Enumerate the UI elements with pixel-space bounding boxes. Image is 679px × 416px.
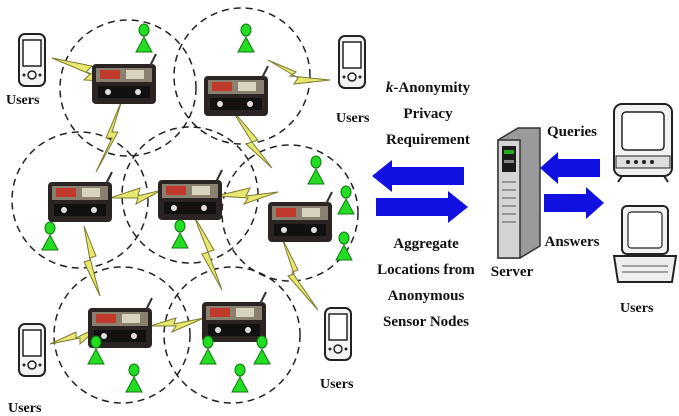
coverage-circle bbox=[163, 266, 301, 404]
lightning-link-icon bbox=[83, 225, 101, 297]
aggregate-line2: Locations from bbox=[377, 262, 475, 278]
lightning-link-icon bbox=[231, 109, 273, 169]
coverage-circle bbox=[59, 19, 197, 157]
sensor-node-icon bbox=[267, 191, 333, 243]
person-icon bbox=[335, 231, 353, 261]
users-label-right: Users bbox=[620, 301, 654, 316]
coverage-circle bbox=[221, 144, 359, 282]
arrow-left-small bbox=[540, 152, 600, 184]
person-icon bbox=[41, 221, 59, 251]
aggregate-line3: Anonymous bbox=[388, 288, 465, 304]
pda-icon bbox=[18, 323, 46, 377]
desktop-computer-icon bbox=[613, 103, 673, 183]
laptop-icon bbox=[612, 205, 678, 283]
person-icon bbox=[237, 23, 255, 53]
coverage-circle bbox=[11, 131, 149, 269]
arrow-right-small bbox=[544, 187, 604, 219]
sensor-nodes bbox=[47, 53, 333, 349]
aggregate-line1: Aggregate bbox=[393, 236, 459, 252]
arrow-right-large bbox=[376, 191, 468, 223]
lightning-link-icon bbox=[149, 317, 205, 334]
queries-label: Queries bbox=[547, 124, 597, 140]
lightning-link-icon bbox=[193, 215, 223, 291]
users-label-bottom-mid: Users bbox=[320, 377, 354, 392]
anonymity-text: -Anonymity bbox=[393, 80, 470, 96]
person-icon bbox=[307, 155, 325, 185]
lightning-link-icon bbox=[109, 187, 163, 206]
lightning-link-icon bbox=[281, 237, 319, 311]
arrow-left-large bbox=[372, 160, 464, 192]
lightning-link-icon bbox=[95, 99, 123, 173]
sensor-node-icon bbox=[157, 169, 223, 221]
server-label: Server bbox=[491, 264, 534, 280]
sensor-node-icon bbox=[91, 53, 157, 105]
person-icon bbox=[125, 363, 143, 393]
person-icon bbox=[337, 185, 355, 215]
pda-icon bbox=[324, 307, 352, 361]
person-icon bbox=[171, 219, 189, 249]
coverage-circle bbox=[53, 266, 191, 404]
privacy-requirement-line2: Privacy bbox=[403, 106, 453, 122]
sensor-node-icon bbox=[47, 171, 113, 223]
arrows bbox=[372, 152, 604, 223]
k-symbol: k bbox=[386, 80, 394, 96]
users-label-top-mid: Users bbox=[336, 111, 370, 126]
pda-icon bbox=[18, 33, 46, 87]
person-icon bbox=[135, 23, 153, 53]
users-label-top-left: Users bbox=[6, 93, 40, 108]
sensor-node-icon bbox=[203, 65, 269, 117]
sensor-node-icon bbox=[201, 291, 267, 343]
lightning-link-icon bbox=[267, 59, 331, 85]
lightning-link-icon bbox=[215, 187, 279, 205]
person-icon bbox=[231, 363, 249, 393]
pda-icon bbox=[338, 35, 366, 89]
aggregate-line4: Sensor Nodes bbox=[383, 314, 469, 330]
users-label-bottom-left: Users bbox=[8, 401, 42, 416]
lightning-links bbox=[49, 57, 331, 346]
coverage-circle bbox=[173, 7, 311, 145]
privacy-requirement-line3: Requirement bbox=[386, 132, 470, 148]
answers-label: Answers bbox=[545, 234, 600, 250]
server-tower-icon bbox=[497, 127, 541, 259]
privacy-requirement-line1: k-Anonymity bbox=[386, 80, 471, 96]
